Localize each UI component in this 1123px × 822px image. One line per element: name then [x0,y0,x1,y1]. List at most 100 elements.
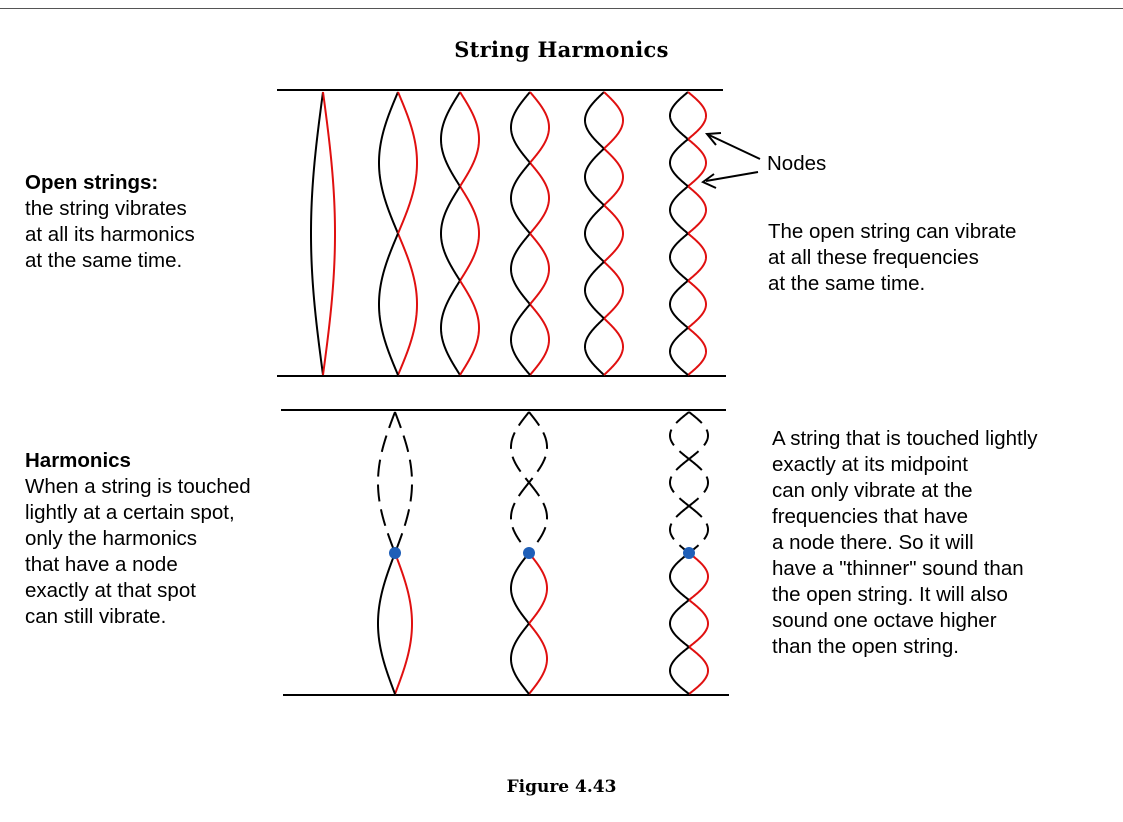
touched-harmonic-4-curve [509,481,530,554]
open-note-line: at the same time. [768,272,926,295]
touched-harmonic-4-curve [528,622,549,695]
touched-harmonic-6-curve [688,646,710,695]
open-harmonic-3-curve [459,280,481,376]
touched-harmonic-4-curve [528,411,549,484]
open-harmonic-5-curve [603,91,625,150]
touch-point-dot [523,547,535,559]
touched-harmonic-6-curve [668,646,690,695]
touched-harmonic-4 [509,411,549,695]
open-harmonic-6 [668,91,708,376]
open-harmonic-4-curve [529,162,551,235]
harmonic-note-line: the open string. It will also [772,583,1008,606]
harmonics-line: can still vibrate. [25,605,167,628]
open-harmonic-3-curve [439,185,461,282]
harmonic-note-line: have a "thinner" sound than [772,557,1024,580]
touch-point-dot [389,547,401,559]
touched-harmonic-6-curve [668,458,690,507]
open-harmonic-5-curve [583,204,605,263]
touch-point-dot [683,547,695,559]
harmonic-note-line: than the open string. [772,635,959,658]
open-harmonic-3-curve [439,280,461,376]
open-strings-line: at the same time. [25,249,183,272]
open-harmonic-5-curve [583,317,605,376]
touched-harmonic-6-curve [668,505,690,554]
harmonics-line: only the harmonics [25,527,198,550]
open-harmonic-4-curve [529,91,551,164]
open-strings-heading: Open strings: [25,171,159,194]
open-harmonic-4-curve [529,303,551,376]
open-harmonic-6-curve [668,232,689,282]
open-harmonic-4-curve [509,91,531,164]
touched-harmonic-6-curve [688,552,710,601]
open-harmonic-5-curve [603,147,625,206]
nodes-arrows [701,132,761,189]
harmonics-line: When a string is touched [25,475,251,498]
touched-harmonic-6-curve [688,458,710,507]
open-harmonic-6-curve [668,185,689,235]
touched-harmonic-6-curve [668,599,690,648]
touched-harmonic-6-curve [668,411,690,460]
open-strings-text: Open strings: the string vibrates at all… [25,170,195,274]
figure-caption: Figure 4.43 [506,777,617,797]
harmonic-note: A string that is touched lightly exactly… [772,426,1038,660]
open-harmonic-6-curve [687,232,708,282]
touched-harmonic-6 [668,411,710,695]
touched-harmonic-6-curve [688,411,710,460]
open-note-line: The open string can vibrate [768,220,1017,243]
open-harmonic-5 [583,91,625,376]
open-harmonic-6-curve [687,91,708,140]
touched-harmonic-4-curve [509,411,530,484]
harmonic-note-line: sound one octave higher [772,609,997,632]
harmonics-line: exactly at that spot [25,579,196,602]
open-harmonic-3-curve [459,185,481,282]
open-harmonic-4-curve [509,232,531,305]
open-harmonic-5-curve [603,261,625,320]
touched-harmonic-6-curve [668,552,690,601]
harmonics-line: that have a node [25,553,178,576]
open-harmonic-5-curve [603,204,625,263]
open-note-line: at all these frequencies [768,246,979,269]
open-harmonic-1 [310,91,336,376]
touched-harmonic-2 [376,411,414,695]
open-harmonic-6-curve [687,185,708,235]
open-harmonic-2-curve [397,91,419,234]
touched-harmonic-6-curve [688,599,710,648]
harmonics-text: Harmonics When a string is touched light… [25,448,251,630]
open-harmonic-6-curve [687,279,708,329]
touched-harmonic-2-curve [394,552,414,695]
open-harmonic-6-curve [668,138,689,188]
harmonic-note-line: A string that is touched lightly [772,427,1038,450]
open-harmonic-4-curve [529,232,551,305]
harmonic-note-line: exactly at its midpoint [772,453,968,476]
open-harmonic-2-curve [377,91,399,234]
touched-harmonic-2-curve [376,411,396,554]
open-harmonic-6-curve [687,138,708,188]
touched-harmonic-2-curve [394,411,414,554]
node-arrow-upper [708,134,761,160]
harmonic-strings-group [376,411,710,695]
node-arrow-lower-head [701,173,717,189]
open-harmonic-3-curve [439,91,461,187]
nodes-label: Nodes [767,152,827,175]
open-harmonic-5-curve [583,91,605,150]
open-harmonic-6-curve [668,91,689,140]
open-harmonic-4-curve [509,303,531,376]
open-harmonic-1-curve [322,91,336,376]
open-harmonic-3 [439,91,481,376]
harmonic-note-line: can only vibrate at the [772,479,973,502]
open-harmonic-5-curve [583,261,605,320]
open-strings-group [310,91,708,376]
harmonics-line: lightly at a certain spot, [25,501,235,524]
node-arrow-lower [705,171,759,182]
touched-harmonic-2-curve [376,552,396,695]
open-harmonic-5-curve [603,317,625,376]
touched-harmonic-4-curve [528,481,549,554]
open-harmonic-1-curve [310,91,324,376]
top-rule [0,8,1123,9]
open-harmonic-2 [377,91,419,376]
open-strings-line: the string vibrates [25,197,187,220]
open-harmonic-3-curve [459,91,481,187]
open-harmonic-2-curve [397,233,419,376]
harmonic-note-line: a node there. So it will [772,531,974,554]
